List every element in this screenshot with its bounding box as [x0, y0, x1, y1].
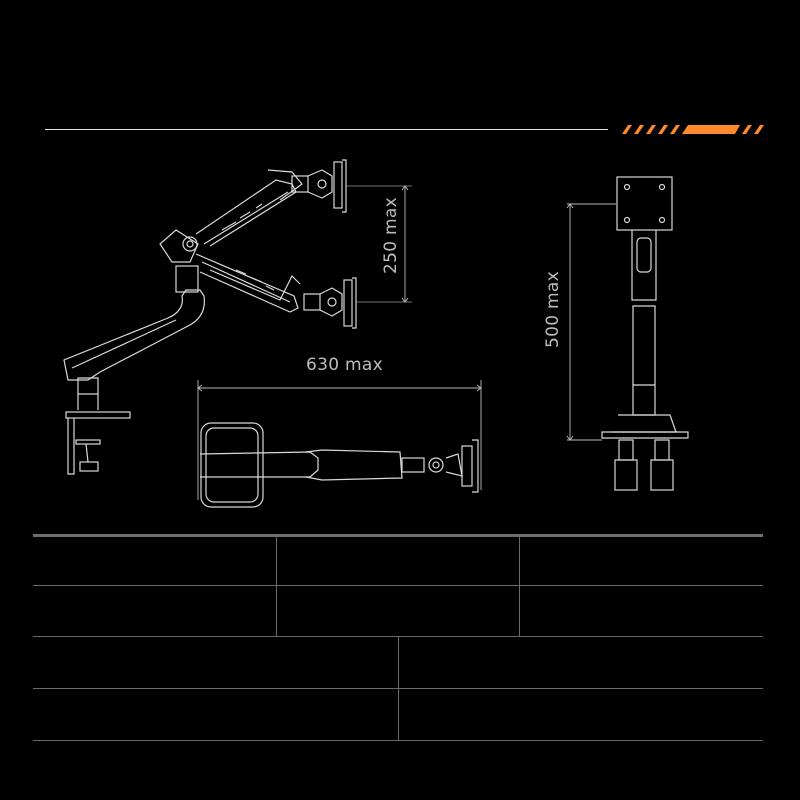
table-row: [33, 534, 763, 586]
side-view-drawing: [63, 159, 412, 475]
table-cell: [33, 586, 277, 636]
table-cell: [399, 637, 764, 688]
table-cell: [399, 689, 764, 740]
front-view-drawing: [566, 176, 689, 491]
table-cell: [277, 586, 521, 636]
dimension-label-reach: 630 max: [306, 355, 383, 375]
table-cell: [520, 537, 763, 585]
top-view-drawing: [197, 380, 482, 508]
table-row: [33, 637, 763, 689]
table-cell: [33, 537, 277, 585]
table-cell: [520, 586, 763, 636]
table-cell: [33, 637, 399, 688]
dimension-label-pole: 500 max: [543, 271, 563, 348]
dimension-label-height: 250 max: [381, 197, 401, 274]
table-cell: [33, 689, 399, 740]
spec-table: [33, 534, 763, 741]
table-row: [33, 689, 763, 741]
header-divider: [45, 129, 608, 130]
hazard-stripe-accent: [622, 125, 764, 134]
table-row: [33, 586, 763, 637]
table-cell: [277, 537, 521, 585]
